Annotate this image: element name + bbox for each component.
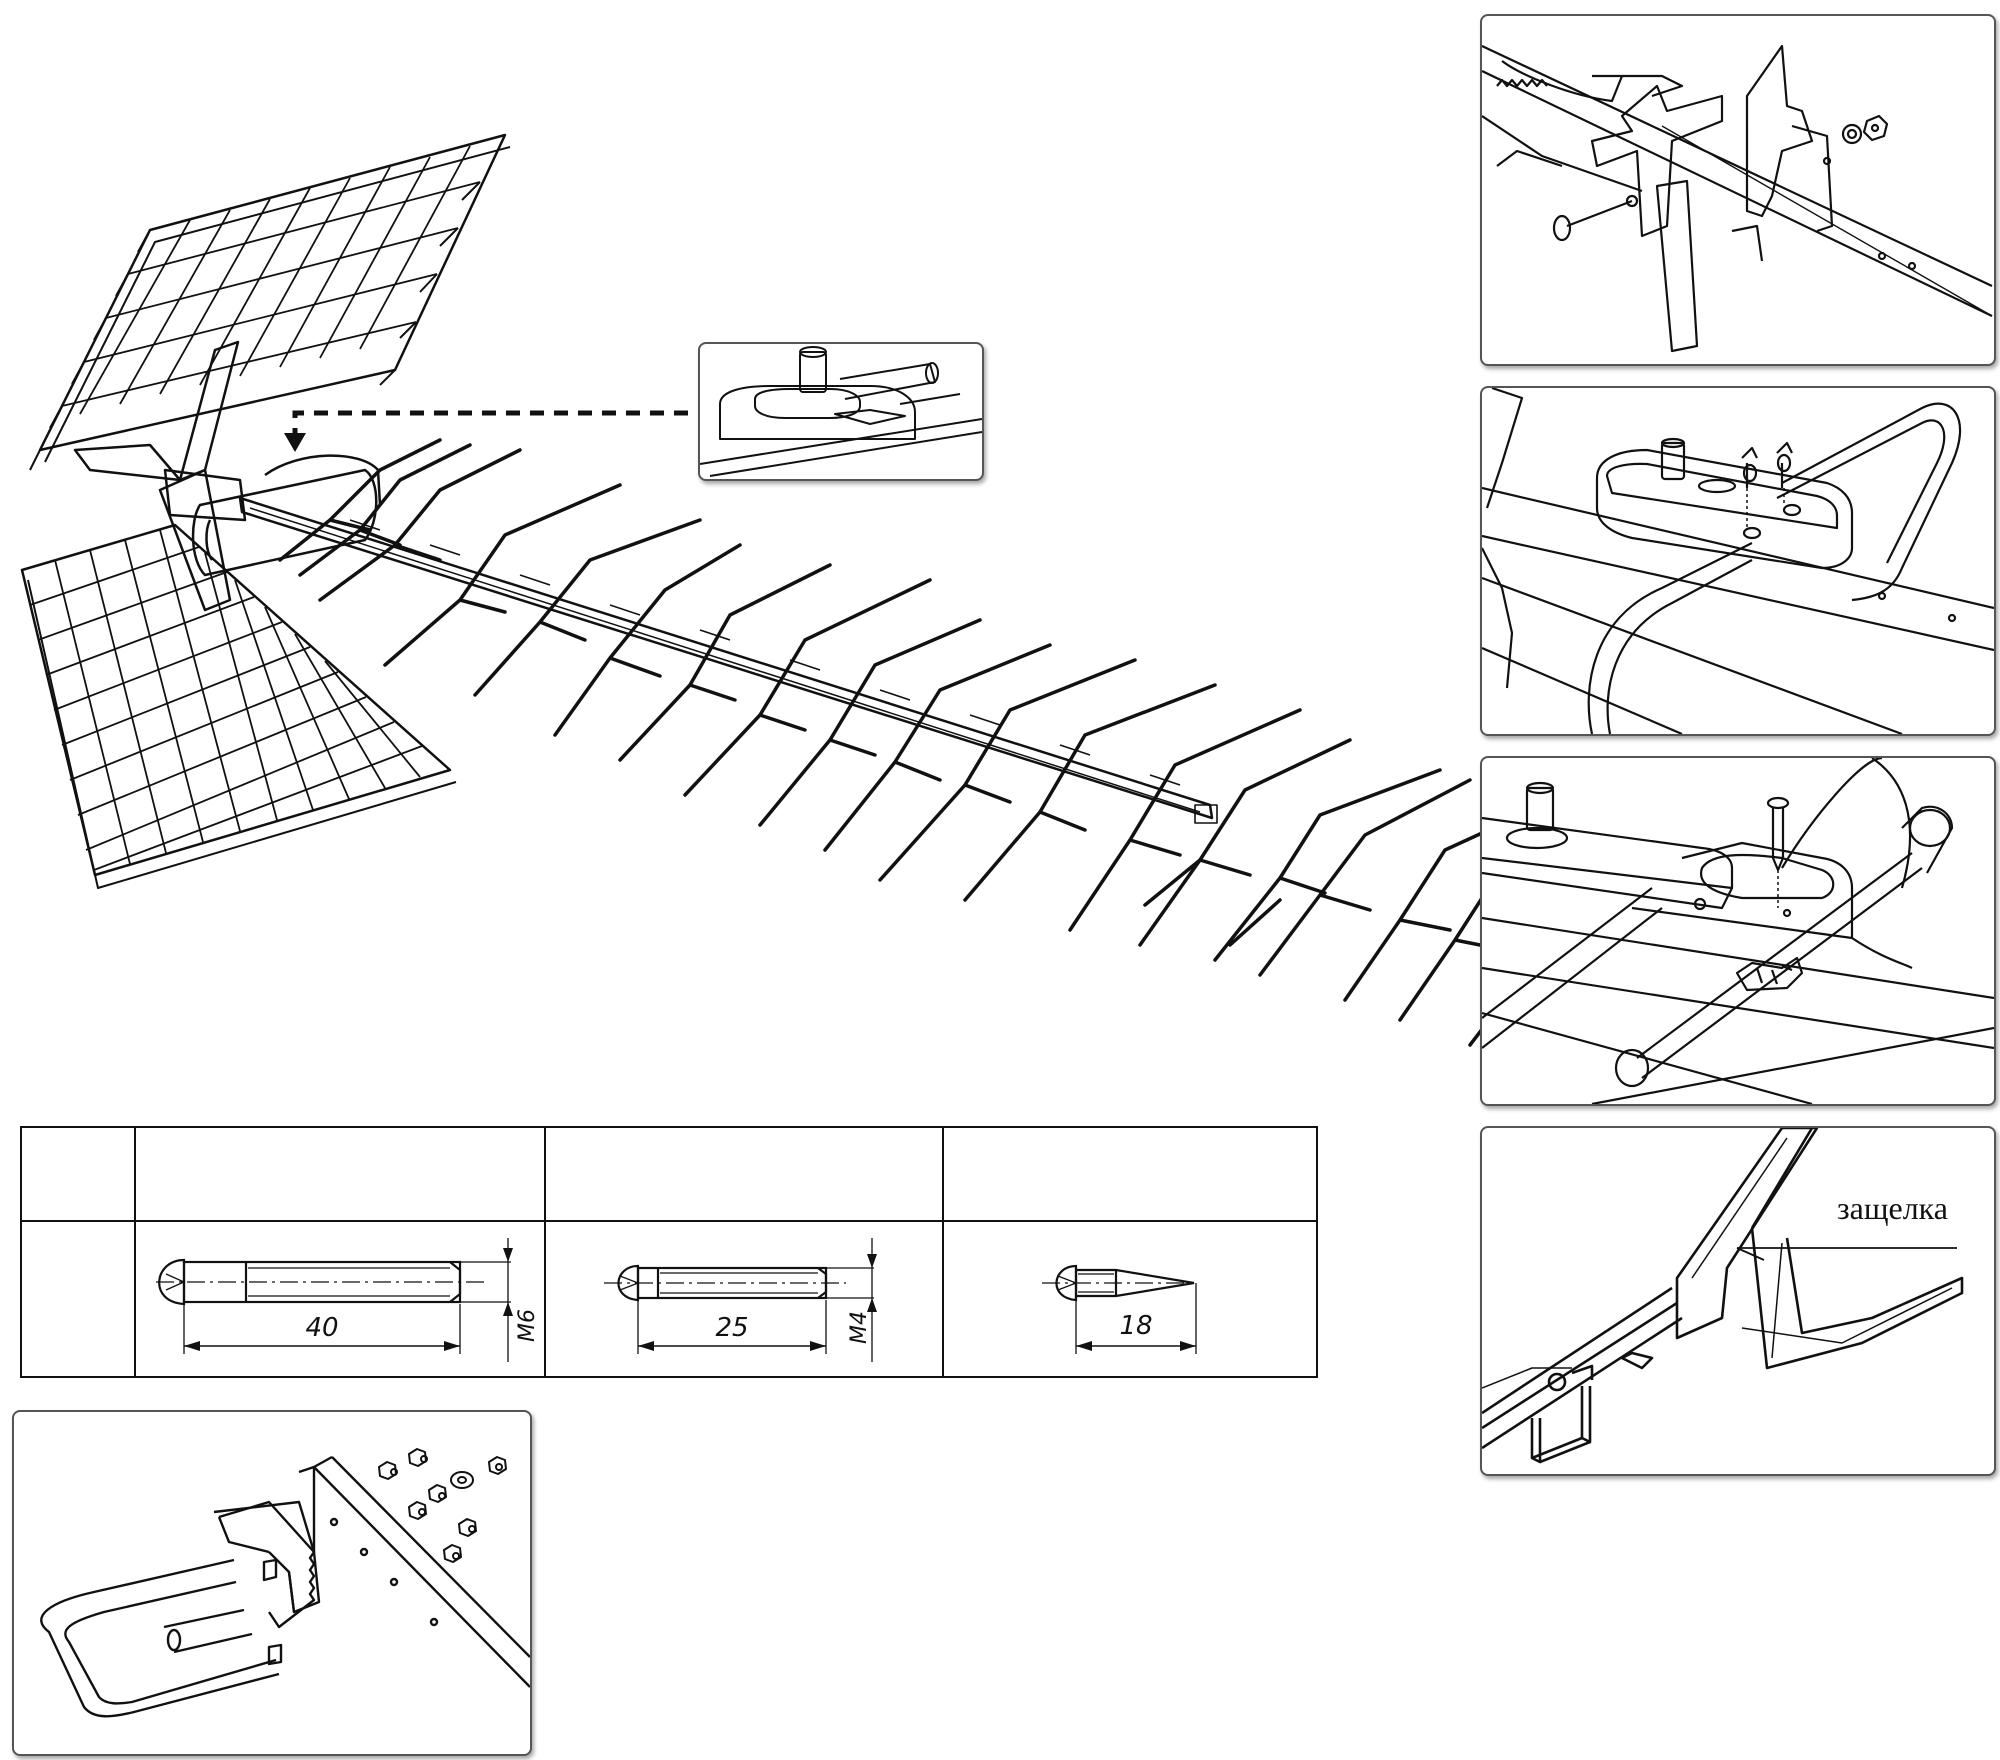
latch-label: защелка: [1837, 1190, 1948, 1226]
lower-reflector-mesh: [20, 523, 457, 889]
bolt-m6-drawing: 40 M6: [134, 1220, 546, 1378]
bolt-m4-drawing: 25 M4: [544, 1220, 944, 1378]
table-header-row: [20, 1126, 1318, 1222]
bolt-m6-length: 40: [305, 1313, 338, 1343]
antenna-boom: [238, 496, 1214, 820]
detail-inset-cable-mount: [698, 342, 984, 481]
assembly-step-bracket-to-boom: [1480, 14, 1996, 366]
assembly-step-dipole-screw: [1480, 756, 1996, 1106]
bolt-m4-length: 25: [715, 1313, 748, 1343]
mast-clamp-detail: [12, 1410, 532, 1756]
detail-pointer-arrow: [284, 410, 688, 452]
screw-length: 18: [1119, 1311, 1152, 1341]
assembly-step-latch: защелка: [1480, 1126, 1996, 1476]
table-header-cell: [544, 1126, 944, 1222]
table-header-cell: [134, 1126, 546, 1222]
bolt-m6-thread: M6: [515, 1309, 540, 1342]
table-header-cell: [20, 1126, 136, 1222]
mounting-bracket: [73, 340, 382, 612]
table-row-label: [20, 1220, 136, 1378]
assembly-step-cable-block-screws: [1480, 386, 1996, 736]
upper-reflector-mesh: [29, 133, 511, 471]
table-row: 40 M6: [20, 1220, 1318, 1378]
fasteners-table: 40 M6: [20, 1126, 1318, 1378]
self-tapping-screw-drawing: 18: [942, 1220, 1318, 1378]
table-header-cell: [942, 1126, 1318, 1222]
bolt-m4-thread: M4: [847, 1311, 872, 1344]
